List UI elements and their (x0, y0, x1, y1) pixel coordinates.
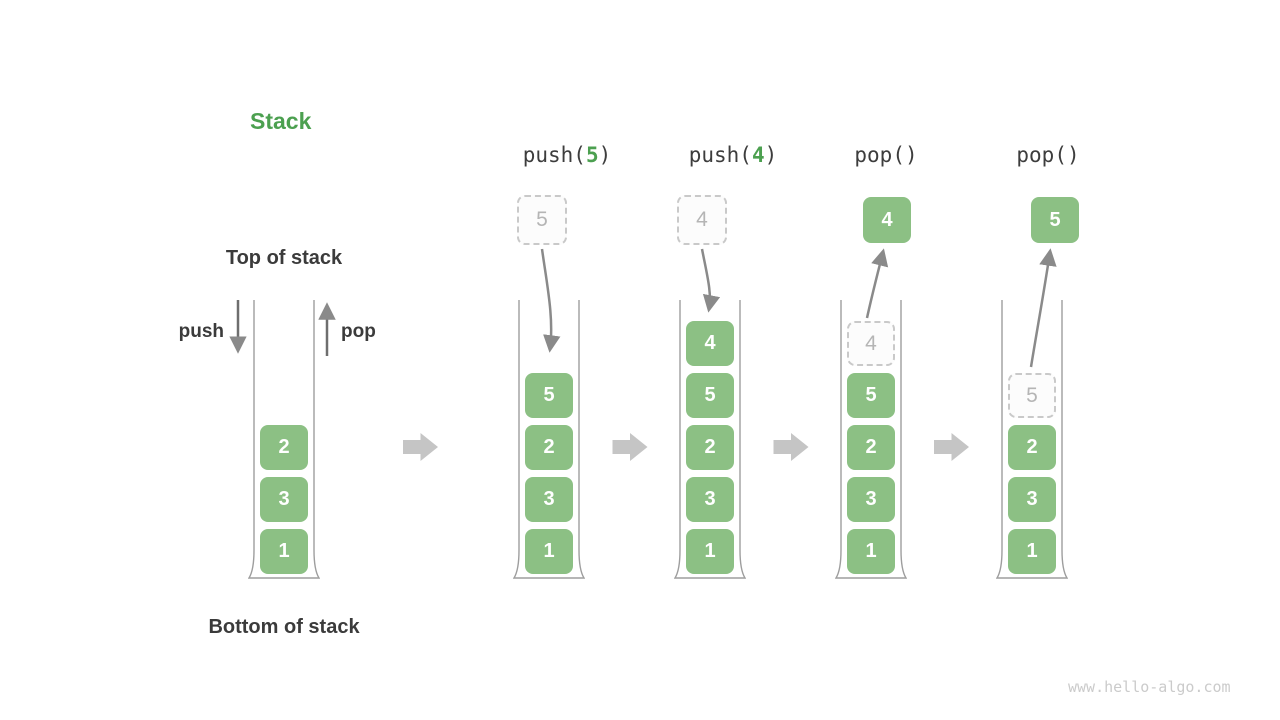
stack-container-outline (674, 300, 746, 579)
stack-cell: 1 (847, 529, 895, 574)
step-arrow-4 (934, 433, 969, 461)
stack-cell: 2 (525, 425, 573, 470)
stack-column: 4 5 2 3 1 (835, 300, 907, 585)
stack-cell: 1 (1008, 529, 1056, 574)
operation-text: pop() (1016, 143, 1080, 167)
diagram-title: Stack (250, 108, 312, 134)
stack-column: 5 2 3 1 (996, 300, 1068, 585)
stack-container-outline (996, 300, 1068, 579)
stack-cell: 1 (525, 529, 573, 574)
floating-value-box: 4 (677, 195, 727, 245)
stack-cell: 3 (525, 477, 573, 522)
stack-cell: 1 (260, 529, 308, 574)
bottom-of-stack-label: Bottom of stack (208, 616, 360, 638)
operation-text: ) (598, 143, 612, 167)
floating-value-box: 4 (863, 197, 911, 243)
stack-cell: 5 (525, 373, 573, 418)
top-of-stack-label: Top of stack (225, 247, 343, 269)
floating-value-box: 5 (517, 195, 567, 245)
stack-cell: 3 (1008, 477, 1056, 522)
stack-cell: 3 (686, 477, 734, 522)
operation-header: push(5) (523, 143, 612, 167)
stack-container-outline (248, 300, 320, 579)
stack-cell: 2 (1008, 425, 1056, 470)
stack-cell: 2 (847, 425, 895, 470)
stack-cell: 1 (686, 529, 734, 574)
stack-cell: 5 (847, 373, 895, 418)
stack-cell: 5 (686, 373, 734, 418)
stack-container-outline (835, 300, 907, 579)
step-arrow-1 (403, 433, 438, 461)
operation-text: push( (688, 143, 752, 167)
floating-value-box: 5 (1031, 197, 1079, 243)
removed-cell-placeholder: 5 (1008, 373, 1056, 418)
operation-arg: 4 (751, 143, 765, 167)
operation-header: push(4) (689, 143, 778, 167)
removed-cell-placeholder: 4 (847, 321, 895, 366)
pop-label: pop (341, 321, 376, 342)
operation-text: ) (764, 143, 778, 167)
operation-header: pop() (1016, 143, 1079, 167)
stack-cell: 3 (847, 477, 895, 522)
stack-cell: 2 (686, 425, 734, 470)
stack-column: 4 5 2 3 1 (674, 300, 746, 585)
stack-column: 5 2 3 1 (513, 300, 585, 585)
stack-cell: 2 (260, 425, 308, 470)
stack-cell: 4 (686, 321, 734, 366)
stack-cell: 3 (260, 477, 308, 522)
operation-text: push( (522, 143, 586, 167)
operation-text: pop() (854, 143, 918, 167)
stack-container-outline (513, 300, 585, 579)
push-label: push (178, 321, 224, 342)
operation-header: pop() (854, 143, 917, 167)
operation-arg: 5 (585, 143, 599, 167)
step-arrow-2 (612, 433, 648, 461)
step-arrow-3 (773, 433, 809, 461)
watermark: www.hello-algo.com (1068, 678, 1231, 696)
stack-column: 2 3 1 (248, 300, 320, 585)
